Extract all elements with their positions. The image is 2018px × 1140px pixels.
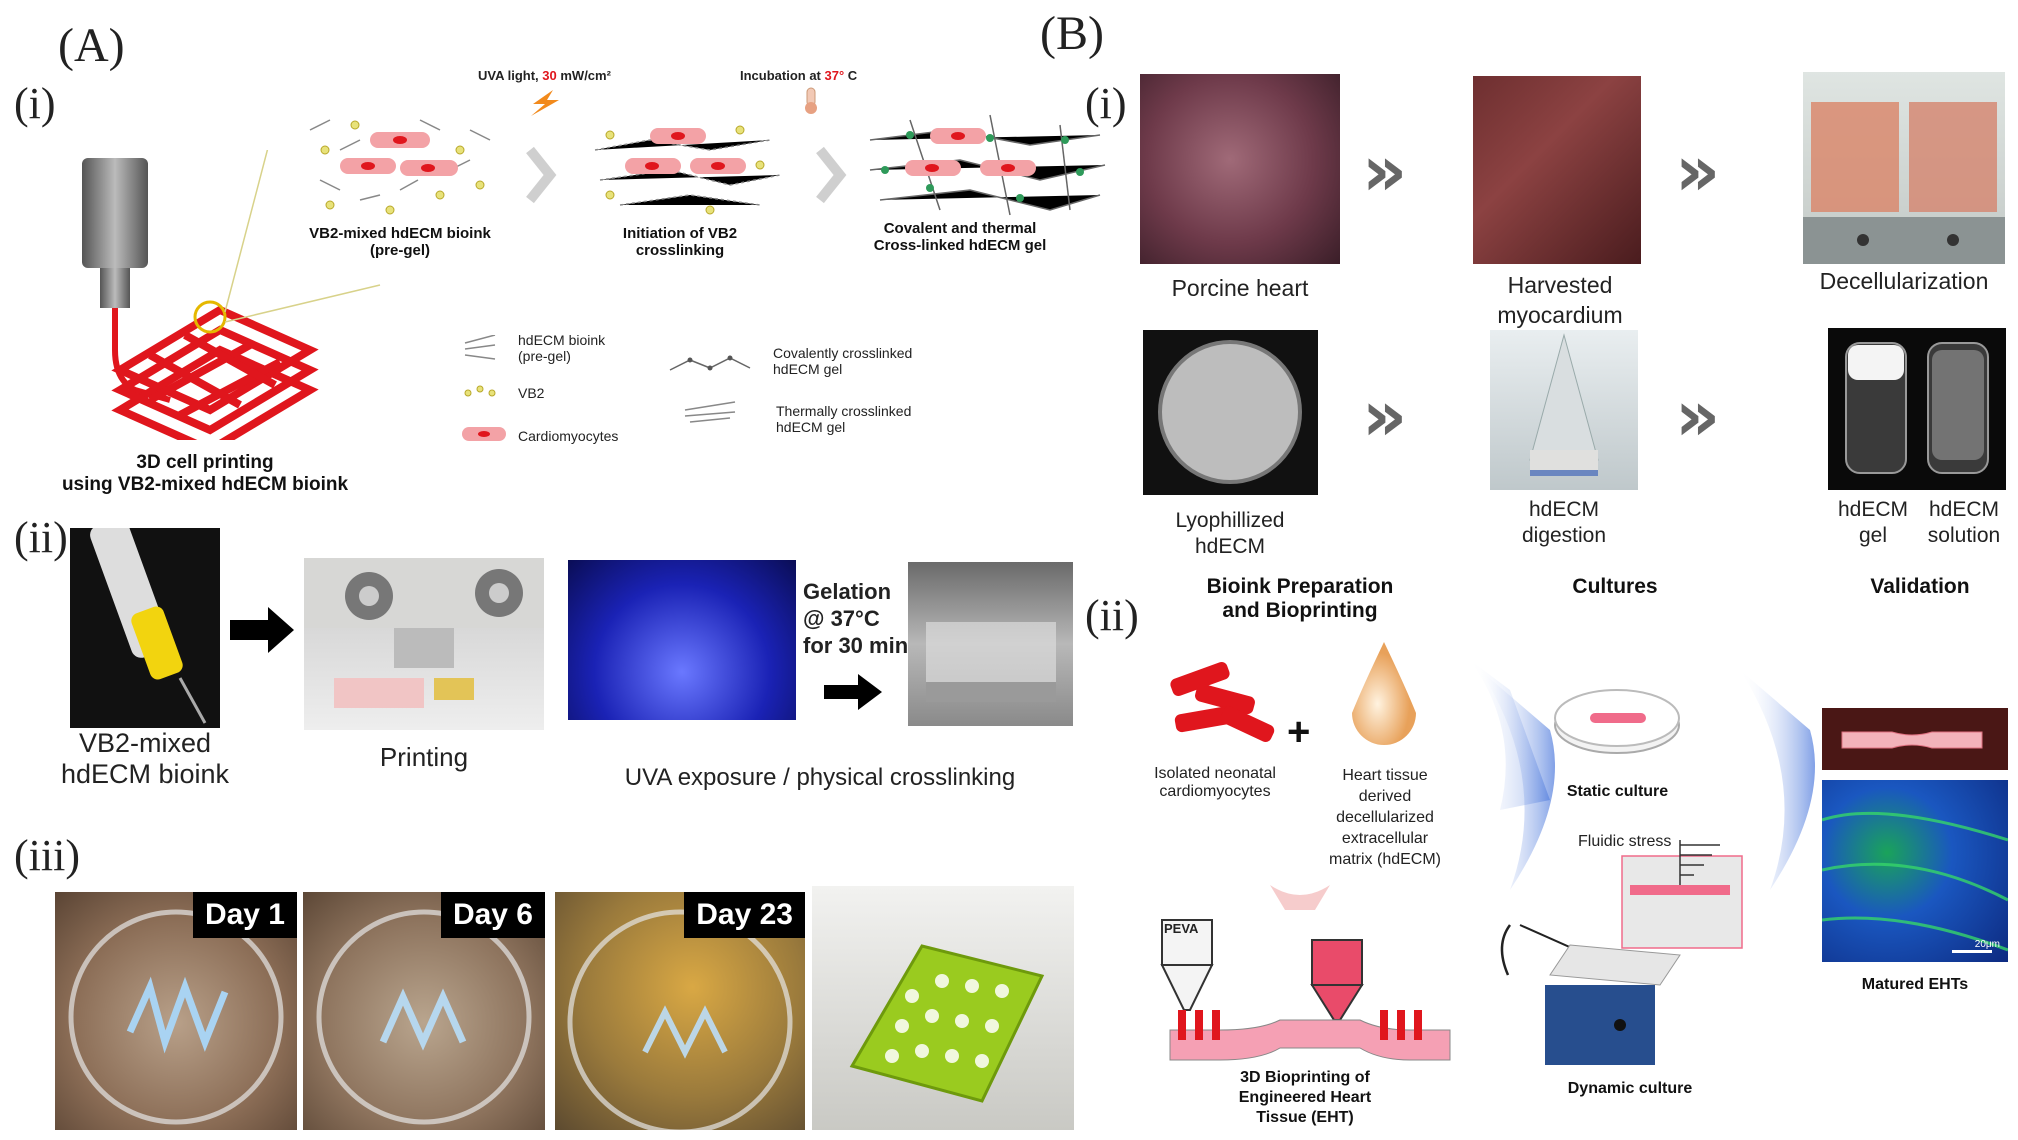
- panel-b-i-label: (i): [1085, 79, 1127, 128]
- legend-covalent: Covalently crosslinked hdECM gel: [773, 345, 913, 377]
- decellularization-photo: [1803, 72, 2005, 264]
- chevron-right-icon-2: »: [1675, 130, 1721, 212]
- chevron-right-icon-1: »: [1362, 130, 1408, 212]
- uva-exposure-caption: UVA exposure / physical crosslinking: [624, 764, 1016, 791]
- panel-a-label: (A): [58, 19, 125, 72]
- hdecm-drop-icon: [1352, 642, 1416, 745]
- panel-b-label: (B): [1040, 7, 1104, 60]
- panel-a-ii-label: (ii): [14, 513, 68, 562]
- matured-eht-label: Matured EHTs: [1861, 976, 1969, 993]
- initiation-network: [594, 125, 781, 215]
- lyophillized-photo: [1143, 330, 1318, 495]
- heart-tissue-label: Heart tissue derived decellularized extr…: [1328, 767, 1441, 868]
- thermometer-icon: [805, 87, 817, 114]
- process-arrow-1: [526, 146, 557, 204]
- porcine-heart-label: Porcine heart: [1171, 275, 1309, 301]
- legend-cardiomyocytes: Cardiomyocytes: [518, 428, 619, 444]
- uva-light-unit: mW/cm²: [556, 68, 611, 83]
- isolated-label: Isolated neonatal cardiomyocytes: [1154, 765, 1276, 800]
- hdecm-solution-label: hdECM solution: [1927, 498, 2001, 547]
- printed-scaffold: [111, 305, 319, 440]
- eht-bioprinting-label: 3D Bioprinting of Engineered Heart Tissu…: [1238, 1069, 1372, 1126]
- crosslinked-network: [869, 114, 1106, 216]
- bioink-prep-title: Bioink Preparation and Bioprinting: [1206, 575, 1394, 622]
- validation-title: Validation: [1870, 575, 1970, 598]
- plus-icon: +: [1287, 710, 1311, 754]
- uva-light-prefix: UVA light,: [478, 68, 543, 83]
- printing-caption-ii: Printing: [379, 742, 469, 772]
- validation-photo: [1828, 328, 2006, 490]
- panel-a-iii-label: (iii): [14, 831, 80, 880]
- chevron-right-icon-3: »: [1362, 375, 1408, 457]
- scale-bar-label: 20μm: [1974, 939, 2000, 950]
- cultures-title: Cultures: [1572, 575, 1658, 598]
- bioink-stream: [112, 308, 171, 403]
- uva-light-value: 30: [542, 68, 557, 83]
- panel-b-ii-label: (ii): [1085, 591, 1139, 640]
- crosslinking-diagram: [309, 114, 1106, 216]
- peva-label: PEVA: [1164, 921, 1199, 936]
- legend-icons-right: [669, 355, 751, 423]
- panel-a-i-label: (i): [14, 79, 56, 128]
- incubation-value: 37°: [824, 68, 845, 83]
- lyophillized-label: Lyophillized hdECM: [1175, 509, 1285, 558]
- legend-vb2: VB2: [518, 385, 545, 401]
- arrow-right-icon: [230, 607, 294, 653]
- pre-gel-network: [309, 119, 491, 215]
- bioink-caption: VB2-mixed hdECM bioink: [60, 728, 230, 789]
- day1-tag: Day 1: [192, 892, 297, 938]
- legend-icons-left: [462, 335, 506, 441]
- day1-photo: Day 1: [55, 892, 297, 1130]
- step1-label: VB2-mixed hdECM bioink (pre-gel): [309, 225, 491, 259]
- digestion-label: hdECM digestion: [1521, 498, 1607, 547]
- process-arrow-2: [816, 146, 847, 204]
- confocal-image: 20μm: [1822, 780, 2008, 962]
- uva-light-label: UVA light, 30 mW/cm²: [478, 68, 611, 83]
- harvested-label: Harvested myocardium: [1497, 272, 1623, 328]
- incubation-prefix: Incubation at: [740, 68, 825, 83]
- uva-exposure-photo: [568, 560, 796, 720]
- printer-illustration: [82, 150, 381, 440]
- legend-bioink: hdECM bioink (pre-gel): [518, 332, 606, 364]
- step2-label: Initiation of VB2 crosslinking: [622, 225, 738, 259]
- printing-photo: [304, 558, 544, 730]
- printer-nozzle: [82, 158, 148, 268]
- hdecm-gel-label: hdECM gel: [1837, 498, 1909, 547]
- chevron-right-icon-4: »: [1675, 375, 1721, 457]
- gelation-label: Gelation @ 37°C for 30 min: [803, 579, 909, 658]
- printing-caption: 3D cell printing using VB2-mixed hdECM b…: [61, 452, 349, 495]
- day23-tag: Day 23: [684, 892, 805, 938]
- bioink-syringe-photo: [70, 528, 220, 728]
- flow-arrows: [1470, 660, 1815, 890]
- dynamic-culture-label: Dynamic culture: [1567, 1080, 1693, 1097]
- static-culture-dish: [1554, 689, 1680, 754]
- zoom-circle: [193, 300, 227, 334]
- fluidic-stress-inset: [1621, 840, 1743, 949]
- matured-eht-photo: [1822, 708, 2008, 770]
- static-culture-label: Static culture: [1566, 783, 1669, 800]
- myocardium-photo: [1473, 76, 1641, 264]
- incubation-label: Incubation at 37° C: [740, 68, 857, 83]
- eht-bioprinting-illustration: [1160, 885, 1451, 1061]
- porcine-heart-photo: [1140, 74, 1340, 264]
- gelation-photo: [908, 562, 1073, 726]
- cardiomyocytes-illustration: [1170, 661, 1275, 743]
- dynamic-culture-shaker: [1500, 924, 1681, 1065]
- lightning-icon: [531, 90, 559, 116]
- fluidic-stress-label: Fluidic stress: [1578, 833, 1672, 850]
- day6-photo: Day 6: [303, 892, 545, 1130]
- step3-label: Covalent and thermal Cross-linked hdECM …: [873, 220, 1047, 254]
- day6-tag: Day 6: [440, 892, 545, 938]
- decellularization-label: Decellularization: [1819, 268, 1989, 294]
- digestion-photo: [1490, 330, 1638, 490]
- green-scaffold-photo: [812, 886, 1074, 1130]
- arrow-right-icon-2: [824, 674, 882, 710]
- legend-thermal: Thermally crosslinked hdECM gel: [776, 403, 912, 435]
- day23-photo: Day 23: [555, 892, 805, 1130]
- incubation-unit: C: [844, 68, 858, 83]
